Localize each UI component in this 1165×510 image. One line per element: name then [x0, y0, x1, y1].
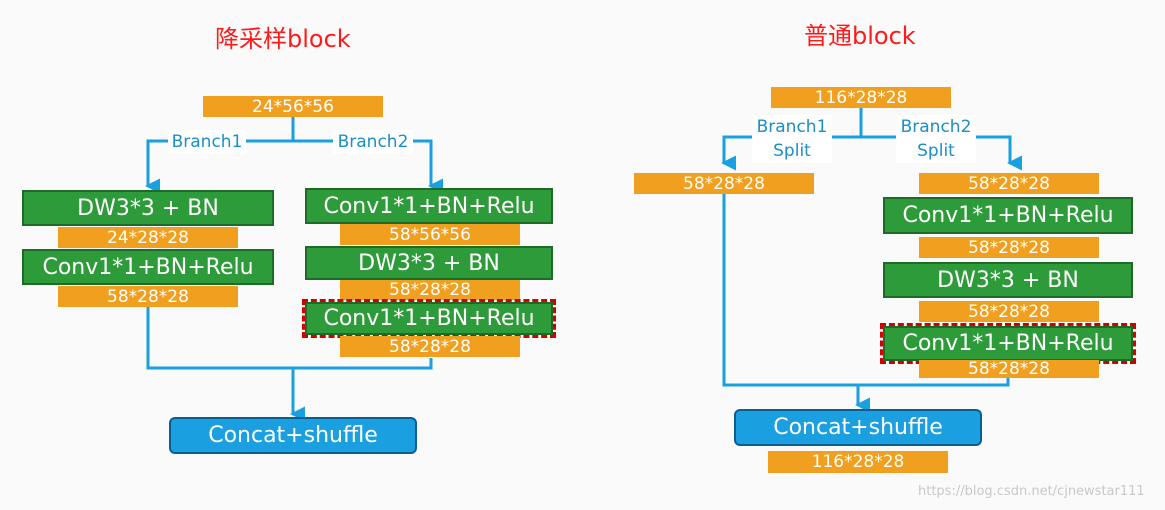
right-branch1-split: Split — [773, 141, 811, 161]
left-b1-conv-shape: 58*28*28 — [58, 286, 238, 307]
right-b2-conv2-block: Conv1*1+BN+Relu — [880, 323, 1136, 364]
left-title: 降采样block — [215, 25, 351, 53]
left-input-shape: 24*56*56 — [203, 96, 383, 117]
left-b2-dw-label: DW3*3 + BN — [358, 250, 500, 276]
left-b1-dw-label: DW3*3 + BN — [77, 195, 219, 221]
watermark: https://blog.csdn.net/cjnewstar111 — [918, 484, 1145, 499]
right-branch2-line — [858, 376, 1010, 387]
right-b2-conv1-shape: 58*28*28 — [919, 237, 1099, 258]
right-branch2-label: Branch2 Split — [896, 115, 976, 163]
right-b2-dw-block: DW3*3 + BN — [883, 262, 1133, 298]
left-branch2-label: Branch2 — [333, 130, 413, 154]
right-concat-block: Concat+shuffle — [734, 409, 982, 446]
right-output-shape: 116*28*28 — [768, 451, 948, 473]
right-b2-dw-shape: 58*28*28 — [919, 301, 1099, 322]
left-b1-dw-shape: 24*28*28 — [58, 227, 238, 248]
right-b1-shape: 58*28*28 — [634, 173, 814, 194]
right-branch2-split: Split — [917, 141, 955, 161]
left-concat-block: Concat+shuffle — [169, 417, 417, 454]
left-branch1-label: Branch1 — [168, 130, 246, 154]
right-b2-conv1-block: Conv1*1+BN+Relu — [883, 197, 1133, 234]
left-b2-conv2-shape: 58*28*28 — [340, 336, 520, 357]
right-branch2-name: Branch2 — [900, 117, 972, 137]
left-b1-dw-block: DW3*3 + BN — [22, 190, 274, 226]
left-b2-dw-block: DW3*3 + BN — [305, 246, 553, 280]
right-input-shape: 116*28*28 — [771, 87, 951, 108]
right-title: 普通block — [804, 22, 916, 50]
left-b2-conv1-shape: 58*56*56 — [340, 224, 520, 245]
left-b2-conv2-block: Conv1*1+BN+Relu — [302, 299, 556, 338]
right-branch1-name: Branch1 — [756, 117, 828, 137]
right-branch1-label: Branch1 Split — [752, 115, 832, 163]
right-branch1-line — [722, 194, 858, 387]
left-b2-conv1-block: Conv1*1+BN+Relu — [305, 188, 553, 224]
left-merge-line — [146, 306, 433, 370]
right-b2-conv2-shape: 58*28*28 — [919, 359, 1099, 379]
left-b1-conv-block: Conv1*1+BN+Relu — [22, 249, 274, 285]
left-b2-dw-shape: 58*28*28 — [340, 280, 520, 300]
right-b2-in-shape: 58*28*28 — [919, 173, 1099, 194]
